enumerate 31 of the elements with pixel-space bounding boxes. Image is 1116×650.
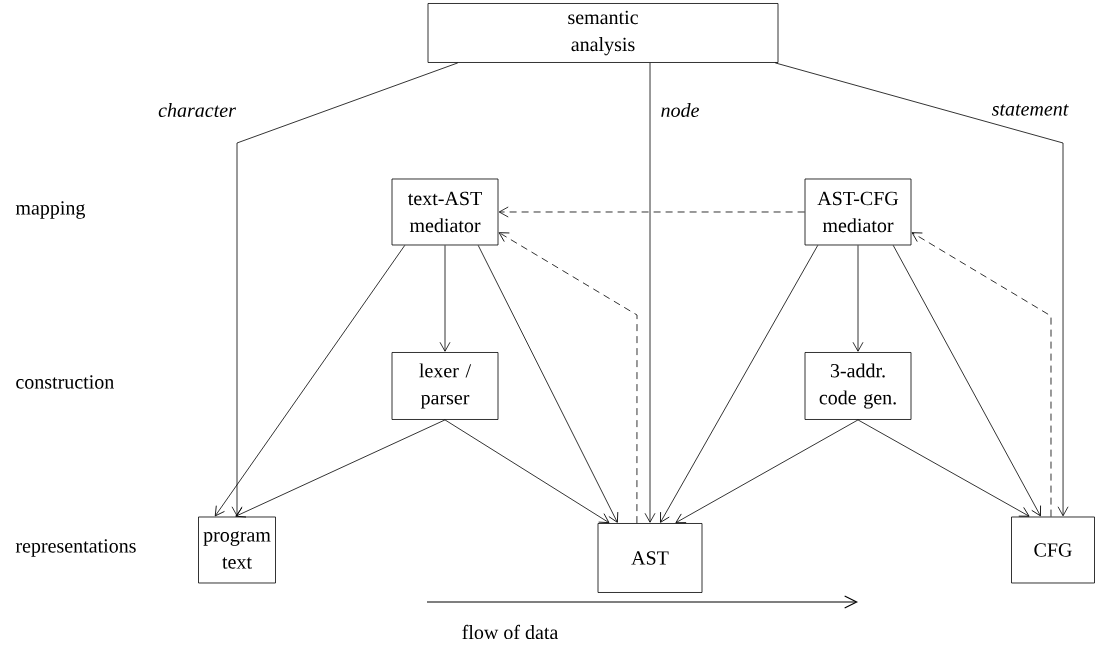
arrow [214, 245, 406, 517]
arrow [498, 232, 638, 524]
process-box: 3-addr. code gen. [804, 352, 912, 420]
arrow [644, 62, 656, 523]
process-box: AST-CFG mediator [804, 178, 912, 246]
edge-label: statement [990, 103, 1070, 117]
row-label: flow of data [462, 624, 559, 640]
row-label: representations [15, 539, 136, 557]
arrow [857, 419, 1030, 517]
arrow [444, 419, 610, 524]
row-label: construction [16, 375, 114, 389]
arrow [911, 232, 1052, 517]
process-box: CFG [1011, 516, 1095, 584]
arrow [498, 206, 805, 218]
process-box: semantic analysis [427, 3, 779, 63]
arrow [439, 245, 451, 352]
arrow [660, 245, 819, 523]
arrow [235, 419, 446, 518]
arrow [852, 245, 864, 352]
arrow [675, 419, 859, 524]
edge-label: node [659, 101, 701, 119]
edge-label: character [157, 101, 237, 119]
process-box: AST [597, 523, 703, 593]
process-box: program text [198, 516, 276, 584]
arrow [477, 245, 619, 523]
arrow [892, 245, 1041, 517]
arrow [774, 62, 1069, 517]
process-box: lexer / parser [391, 352, 499, 420]
arrow [231, 62, 459, 517]
process-box: text-AST mediator [391, 178, 499, 246]
row-label: mapping [15, 201, 86, 219]
